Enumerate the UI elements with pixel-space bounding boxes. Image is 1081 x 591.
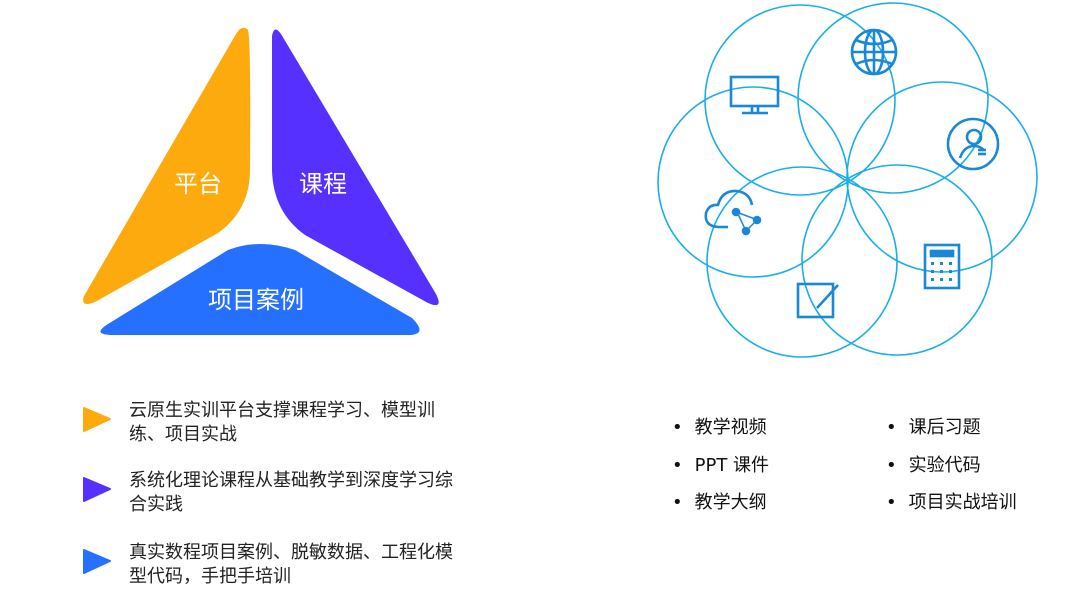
globe-icon [850,28,898,76]
course-label: 课程 [299,170,347,198]
user-profile-icon [946,117,1000,171]
platform-segment [83,27,251,304]
feature-text: 系统化理论课程从基础教学到深度学习综合实践 [129,470,453,515]
feature-text: 云原生实训平台支撑课程学习、模型训练、项目实战 [129,400,435,445]
cloud-network-icon [704,189,762,236]
resource-item: 教学大纲 [672,488,767,514]
circle-cloud [657,86,849,278]
calculator-icon [923,243,961,290]
resource-item: 教学视频 [672,413,767,439]
monitor-icon [729,75,780,115]
play-triangle-icon [83,407,111,432]
feature-text: 真实数程项目案例、脱敏数据、工程化模型代码，手把手培训 [129,542,453,587]
resource-item: 项目实战培训 [886,488,1017,514]
project-label: 项目案例 [208,286,304,314]
circle-edit [706,166,898,358]
circle-calculator [801,164,993,356]
course-segment [272,29,439,306]
resource-item: 课后习题 [886,413,981,439]
platform-label: 平台 [174,170,222,198]
resource-item: 实验代码 [886,451,981,477]
resource-item: PPT 课件 [672,451,769,477]
flower-circles [657,2,1038,358]
edit-icon [796,282,839,319]
project-segment [100,244,420,335]
play-triangle-icon [83,477,111,502]
play-triangle-icon [83,549,111,574]
